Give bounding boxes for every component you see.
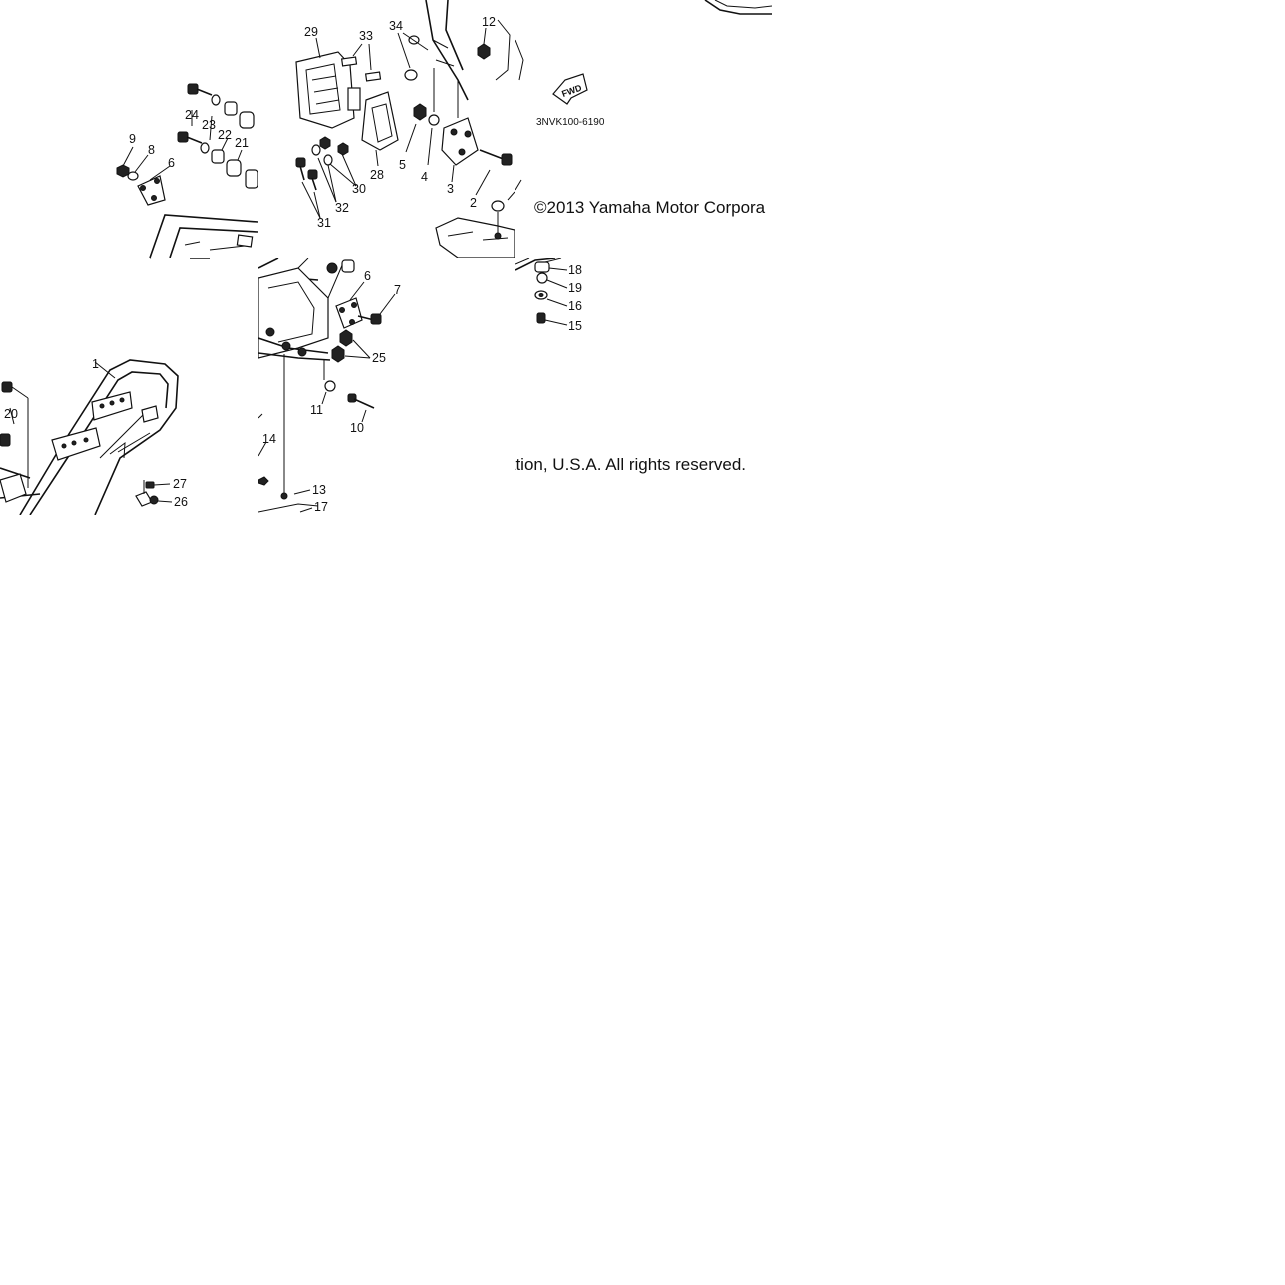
callout-17: 17 — [314, 500, 328, 514]
callout-13: 13 — [312, 483, 326, 497]
callout-15: 15 — [568, 319, 582, 333]
callout-21: 21 — [235, 136, 249, 150]
callout-11: 11 — [310, 403, 323, 417]
callout-27: 27 — [173, 477, 187, 491]
drawing-code: 3NVK100-6190 — [536, 117, 605, 128]
tile-center-drawing: 6 7 25 11 10 14 13 17 — [258, 258, 401, 514]
callout-25: 25 — [372, 351, 386, 365]
tile-top-left-drawing: 24 23 22 21 9 8 6 — [116, 83, 258, 258]
callout-34: 34 — [389, 19, 403, 33]
callout-23: 23 — [202, 118, 216, 132]
callout-2: 2 — [470, 196, 477, 210]
callout-19: 19 — [568, 281, 582, 295]
tile-top-middle: 29 33 34 12 28 5 4 3 2 30 32 31 — [258, 0, 515, 258]
copyright-text-1: ©2013 Yamaha Motor Corpora — [534, 198, 766, 217]
callout-10: 10 — [350, 421, 364, 435]
callout-12: 12 — [482, 15, 496, 29]
callout-7: 7 — [394, 283, 401, 297]
tile-top-middle-drawing: 29 33 34 12 28 5 4 3 2 30 32 31 — [295, 0, 515, 258]
callout-5: 5 — [399, 158, 406, 172]
callout-16: 16 — [568, 299, 582, 313]
callout-6-upper: 6 — [168, 156, 175, 170]
callout-24: 24 — [185, 108, 199, 122]
tile-center: 6 7 25 11 10 14 13 17 — [258, 258, 515, 515]
callout-22: 22 — [218, 128, 232, 142]
callout-20: 20 — [4, 407, 18, 421]
callout-31: 31 — [317, 216, 331, 230]
callout-30: 30 — [352, 182, 366, 196]
callout-33: 33 — [359, 29, 373, 43]
callout-9: 9 — [129, 132, 136, 146]
callout-1: 1 — [92, 357, 99, 371]
callout-26: 26 — [174, 495, 188, 509]
callout-18: 18 — [568, 263, 582, 277]
tile-middle-right: 18 19 16 15 ation, U.S.A. All rights res… — [515, 258, 772, 515]
callout-32: 32 — [335, 201, 349, 215]
callout-8: 8 — [148, 143, 155, 157]
callout-6-lower: 6 — [364, 269, 371, 283]
callout-14: 14 — [262, 432, 276, 446]
tile-top-left: 24 23 22 21 9 8 6 — [0, 0, 258, 258]
callout-3: 3 — [447, 182, 454, 196]
callout-28: 28 — [370, 168, 384, 182]
copyright-text-2: ation, U.S.A. All rights reserved. — [515, 455, 746, 474]
tile-middle-left-drawing: 1 20 27 26 — [0, 258, 210, 515]
callout-4: 4 — [421, 170, 428, 184]
tile-middle-right-drawing: 18 19 16 15 — [515, 258, 582, 333]
callout-29: 29 — [304, 25, 318, 39]
tile-top-right-drawing: FWD 3NVK100-6190 — [515, 0, 772, 191]
tile-middle-left: 1 20 27 26 — [0, 258, 258, 515]
fwd-arrow-icon: FWD — [552, 73, 588, 105]
tile-top-right: FWD 3NVK100-6190 ©2013 Yamaha Motor Corp… — [515, 0, 772, 258]
